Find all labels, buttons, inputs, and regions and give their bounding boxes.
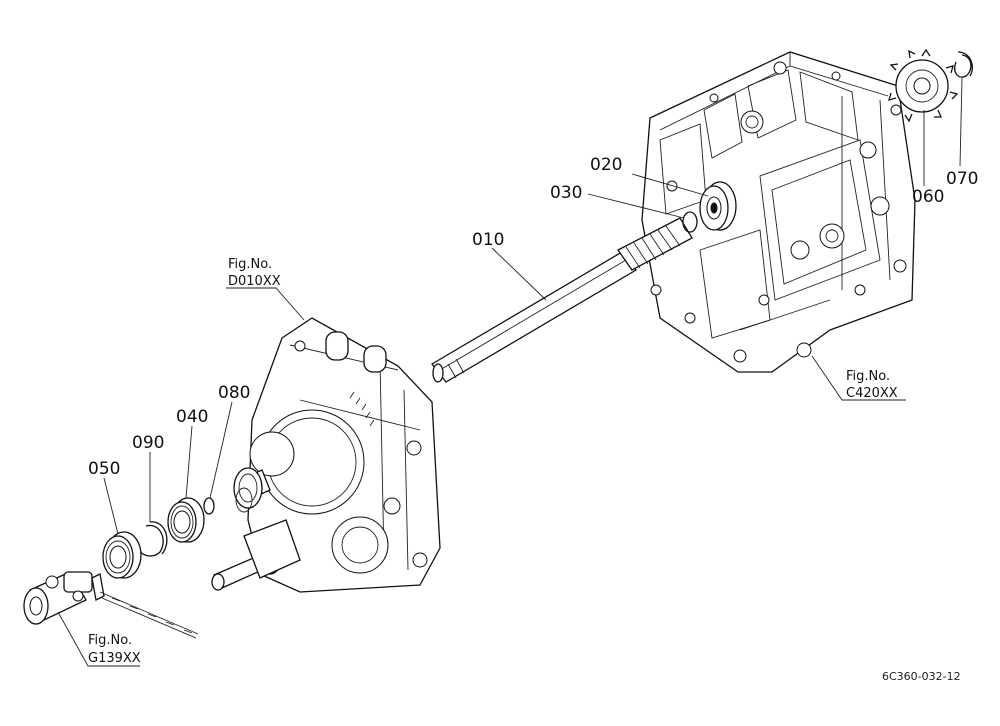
figref-g139: Fig.No. G139XX xyxy=(88,633,141,666)
main-shaft xyxy=(431,217,693,383)
figref-d010: Fig.No. D010XX xyxy=(228,257,281,289)
leader-010 xyxy=(491,247,547,301)
leader-040 xyxy=(185,425,193,499)
leader-g139 xyxy=(57,611,140,667)
part-030-snap-ring xyxy=(682,211,698,233)
part-060-gear xyxy=(888,48,959,123)
right-transmission-case xyxy=(641,51,916,373)
leader-020 xyxy=(631,173,709,197)
leader-d010 xyxy=(226,287,305,321)
part-070-snap-ring xyxy=(954,51,973,78)
label-020: 020 xyxy=(590,155,622,175)
figref-d010-line2: D010XX xyxy=(228,274,281,289)
left-transmission-case xyxy=(211,317,441,593)
figref-c420-line2: C420XX xyxy=(846,386,898,401)
label-030: 030 xyxy=(550,183,582,203)
figref-c420-line1: Fig.No. xyxy=(846,369,890,384)
figref-g139-line1: Fig.No. xyxy=(88,633,132,648)
label-080: 080 xyxy=(218,383,250,403)
universal-joint xyxy=(23,571,199,639)
label-090: 090 xyxy=(132,433,164,453)
label-010: 010 xyxy=(472,230,504,250)
leader-050 xyxy=(103,477,119,535)
drawing-id: 6C360-032-12 xyxy=(882,670,961,683)
leader-080 xyxy=(209,401,233,499)
label-040: 040 xyxy=(176,407,208,427)
part-020-bearing xyxy=(699,181,737,231)
label-050: 050 xyxy=(88,459,120,479)
figref-d010-line1: Fig.No. xyxy=(228,257,272,272)
leader-030 xyxy=(587,193,685,219)
leader-070 xyxy=(959,77,963,167)
part-080-ring xyxy=(203,497,215,515)
figref-g139-line2: G139XX xyxy=(88,651,141,666)
part-040-bearing xyxy=(167,497,205,543)
leader-c420 xyxy=(811,355,906,401)
part-050-bearing xyxy=(102,531,142,579)
leader-lines xyxy=(57,77,963,667)
label-070: 070 xyxy=(946,169,978,189)
figref-c420: Fig.No. C420XX xyxy=(846,369,898,401)
label-060: 060 xyxy=(912,187,944,207)
